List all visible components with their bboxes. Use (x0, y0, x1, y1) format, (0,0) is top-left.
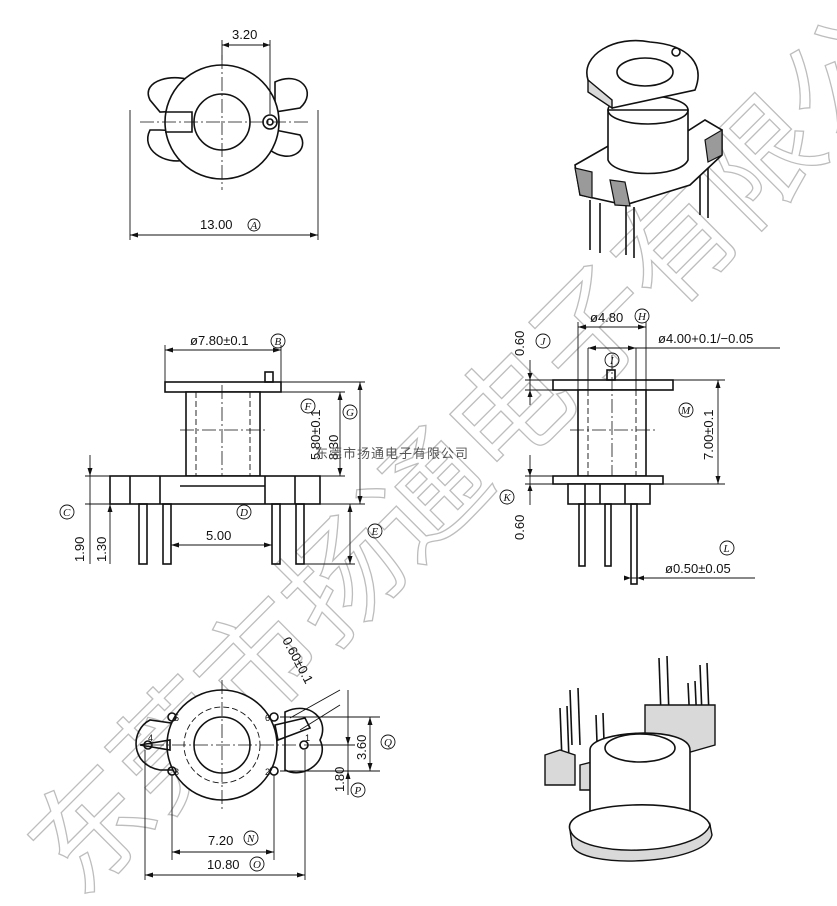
label-K: K (503, 492, 512, 504)
dim-top-thk: 0.60 (512, 331, 527, 356)
label-D: D (239, 507, 248, 519)
side-view: 0.60 J ø4.80 H ø4.00+0.1/−0.05 I 7.00±0.… (499, 308, 780, 585)
dim-pin-len-2: 1.30 (94, 537, 109, 562)
label-L: L (723, 543, 730, 555)
iso-view-bottom (544, 655, 716, 862)
label-I: I (609, 355, 615, 367)
pin-label-3: 3 (174, 767, 179, 777)
dim-width: 13.00 (200, 217, 233, 232)
dim-height: 7.00±0.1 (701, 409, 716, 460)
label-J: J (541, 336, 547, 348)
dim-core: ø4.80 (590, 310, 623, 325)
label-H: H (637, 311, 647, 323)
label-E: E (371, 526, 379, 538)
pin-label-6: 6 (265, 713, 270, 723)
dim-total: 8.30 (326, 435, 341, 460)
iso-drum (607, 109, 689, 175)
dim-flange: ø7.80±0.1 (190, 333, 248, 348)
dim-pin-dia: ø0.50±0.05 (665, 561, 731, 576)
pin-label-4: 4 (148, 733, 153, 743)
dim-winding: 5.80±0.1 (308, 409, 323, 460)
dim-bore: ø4.00+0.1/−0.05 (658, 331, 753, 346)
right-wing-lower (269, 129, 304, 157)
label-P: P (354, 785, 362, 797)
dim-pin-offset: 3.20 (232, 27, 257, 42)
dim-pin-pitch-v: 3.60 (354, 735, 369, 760)
pin-label-5: 5 (174, 713, 179, 723)
pin-1-hole (299, 740, 309, 750)
pin-4-hole (143, 740, 153, 750)
front-view: ø7.80±0.1 B 5.80±0.1 8.30 F G E 5.00 D (59, 333, 383, 565)
label-G: G (346, 407, 354, 419)
top-view: 3.20 13.00 A (129, 27, 319, 240)
pin-5-hole (167, 712, 177, 722)
label-N: N (246, 833, 255, 845)
dim-pin-offset-v: 1.80 (332, 767, 347, 792)
label-O: O (253, 859, 261, 871)
label-A: A (250, 220, 258, 232)
watermark-small: 东莞市扬通电子有限公司 (315, 446, 469, 462)
label-Q: Q (384, 737, 392, 749)
label-B: B (275, 336, 282, 348)
pin-label-2: 2 (265, 767, 270, 777)
dim-pin-span: 5.00 (206, 528, 231, 543)
dim-base-thk: 0.60 (512, 515, 527, 540)
iso-top-flange (586, 39, 699, 109)
pin-label-1: 1 (305, 733, 310, 743)
pin-6-hole (269, 712, 279, 722)
label-F: F (304, 401, 312, 413)
label-C: C (63, 507, 71, 519)
dim-overall-h: 10.80 (207, 857, 240, 872)
right-wing (274, 77, 308, 113)
label-M: M (680, 405, 691, 417)
dim-pin-len-1: 1.90 (72, 537, 87, 562)
dim-pin-pitch-h: 7.20 (208, 833, 233, 848)
iso-view-top (574, 39, 723, 258)
